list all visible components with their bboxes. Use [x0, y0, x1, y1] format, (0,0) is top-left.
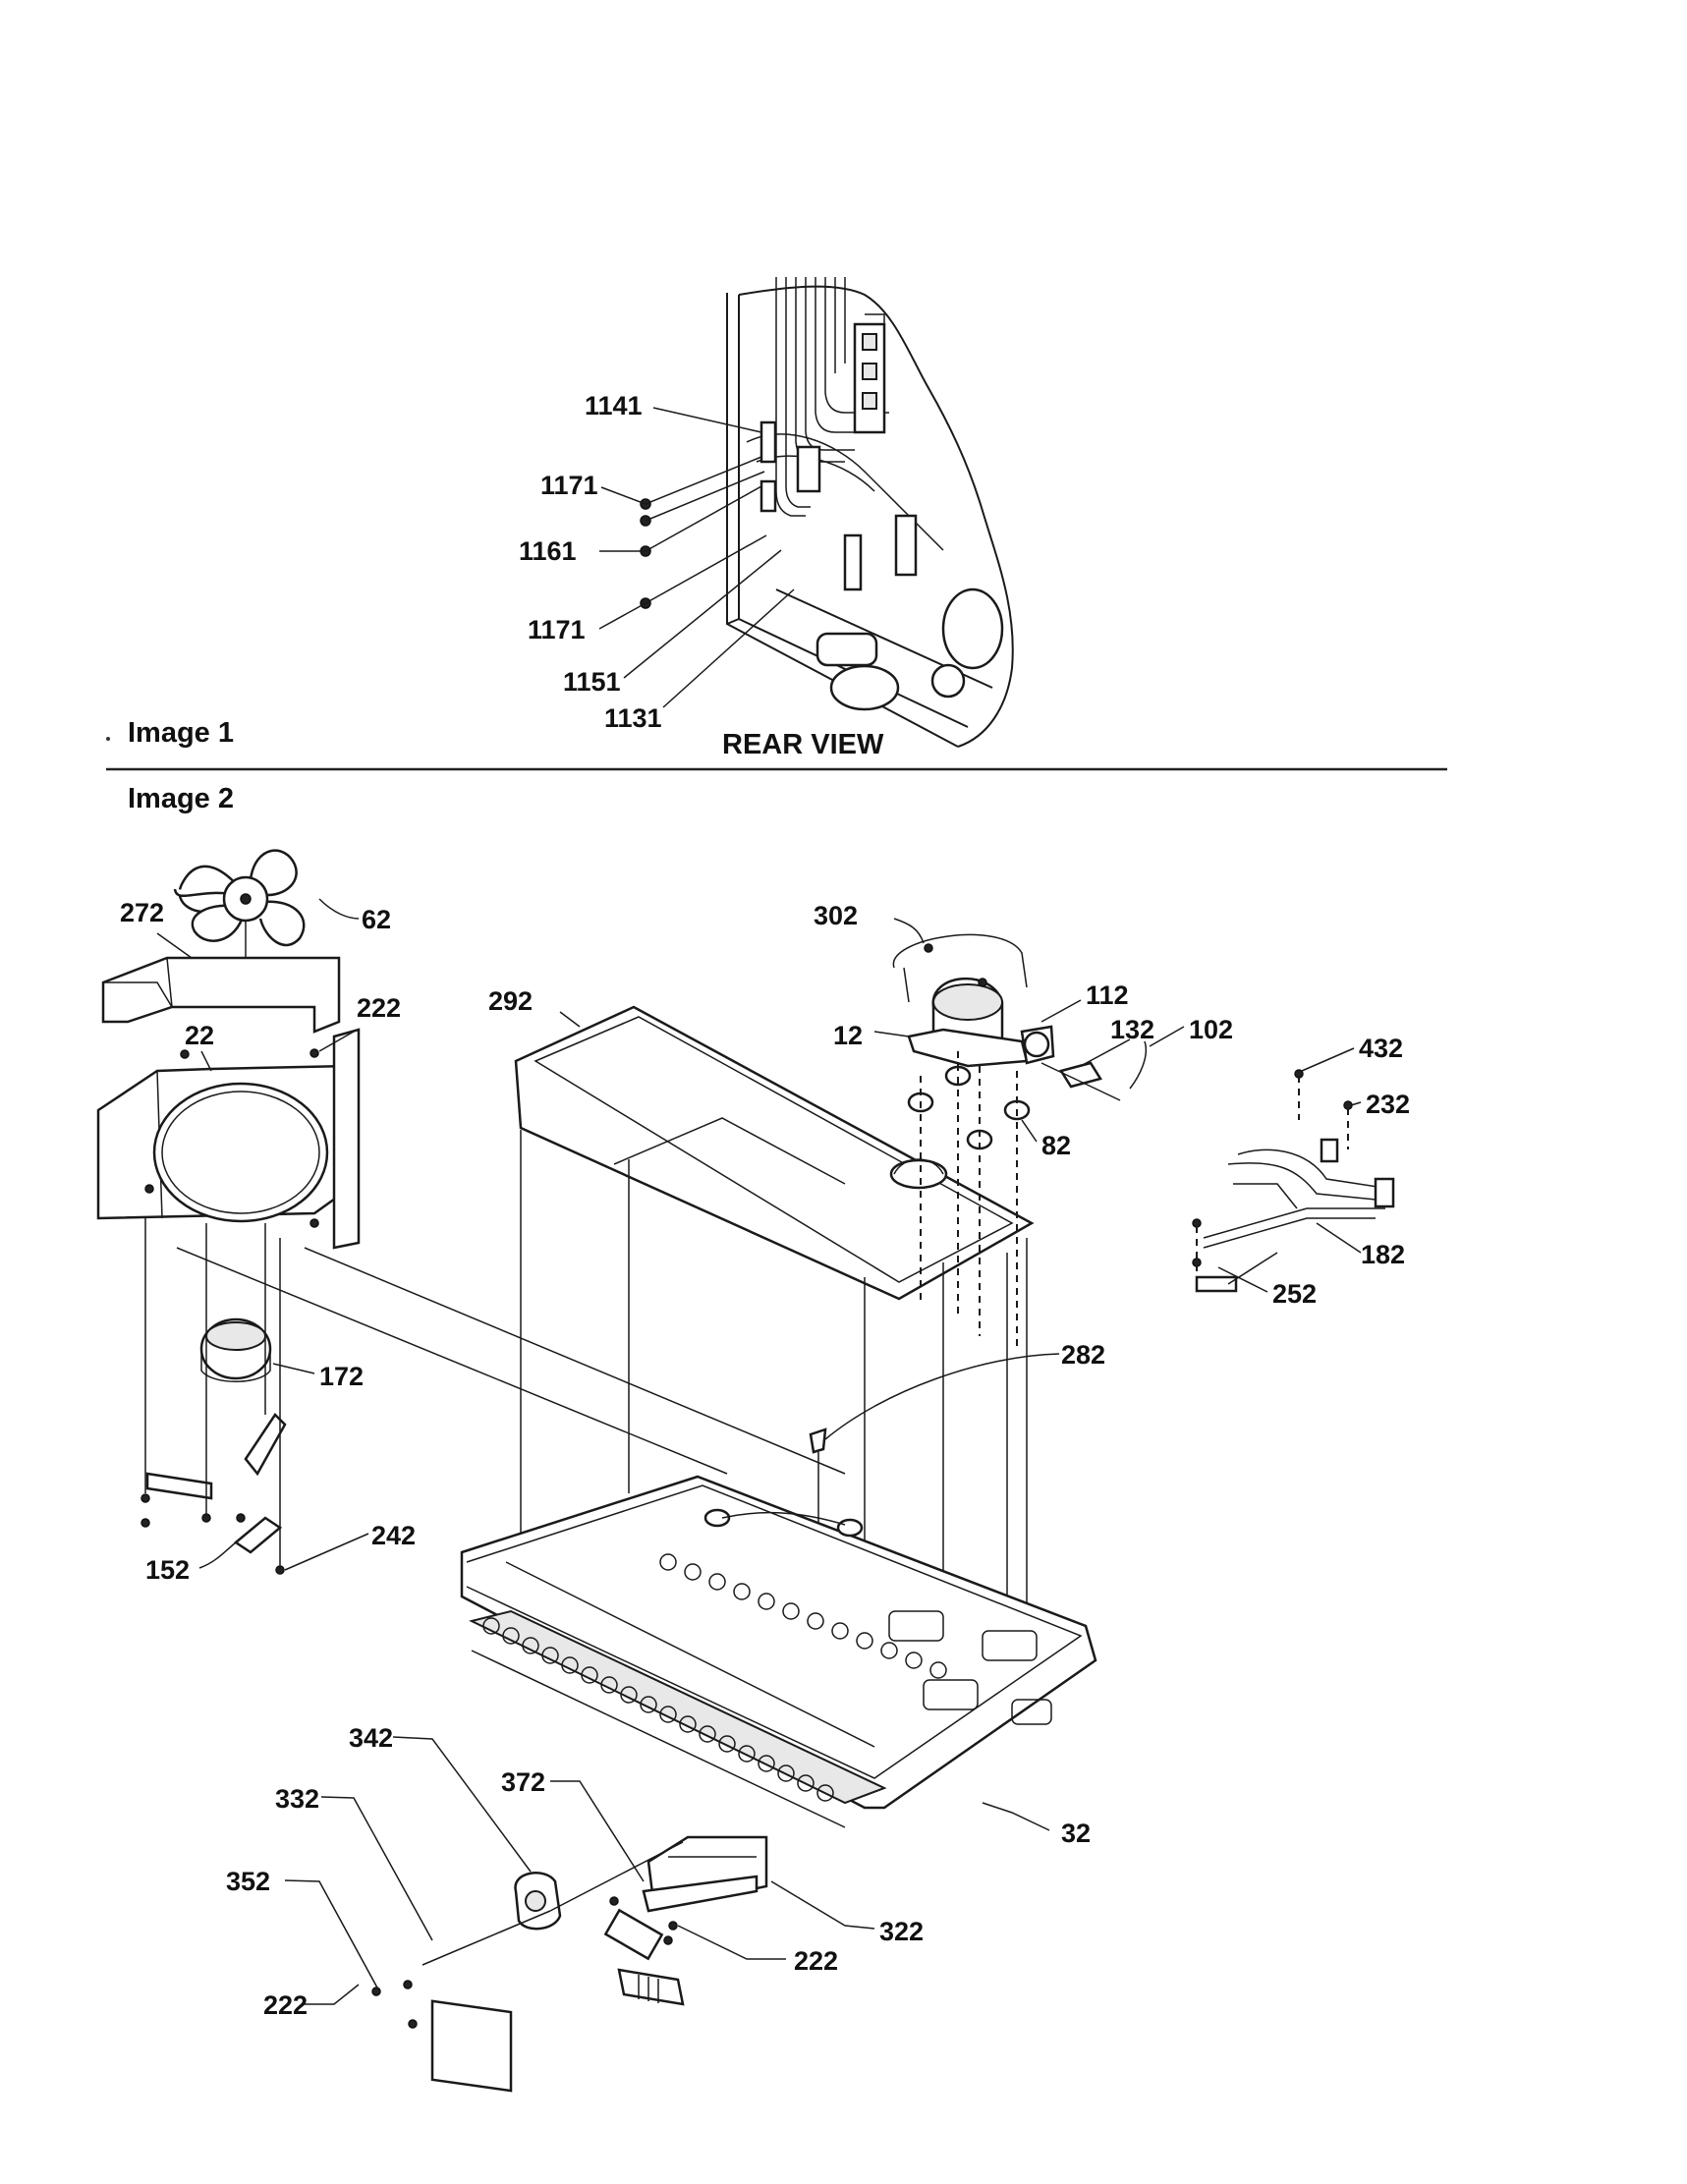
callout-22: 22: [185, 1021, 214, 1050]
callout-172: 172: [319, 1362, 364, 1391]
callout-182: 182: [1361, 1240, 1405, 1269]
callout-352: 352: [226, 1867, 270, 1896]
compressor: [893, 933, 1055, 1068]
image-1-caption: Image 1: [128, 717, 234, 749]
evaporator-coils: [482, 1553, 947, 1802]
callout-302: 302: [814, 901, 858, 930]
fan-bracket: [96, 1028, 361, 1250]
fan-shroud-cover: [101, 956, 341, 1034]
fan-blade: [173, 849, 306, 1002]
callout-1171: 1171: [540, 471, 598, 500]
rear-view-callouts: 1141 1171 1161 1171 1151 1131: [519, 391, 662, 733]
callout-12: 12: [833, 1021, 863, 1050]
callout-372: 372: [501, 1767, 545, 1797]
callout-322: 322: [879, 1917, 924, 1946]
wire-harness: [1192, 1069, 1395, 1293]
callout-232: 232: [1366, 1090, 1410, 1119]
callout-1131: 1131: [604, 703, 662, 733]
rear-view-illustration: [598, 277, 1014, 748]
callout-342: 342: [349, 1723, 393, 1753]
callout-1171: 1171: [528, 615, 586, 644]
callout-82: 82: [1041, 1131, 1071, 1160]
callout-272: 272: [120, 898, 164, 927]
callout-332: 332: [275, 1784, 319, 1814]
callout-132: 132: [1110, 1015, 1154, 1044]
callout-252: 252: [1272, 1279, 1317, 1309]
callout-1141: 1141: [585, 391, 643, 420]
callout-62: 62: [362, 905, 391, 934]
callout-282: 282: [1061, 1340, 1105, 1370]
callout-222: 222: [357, 993, 401, 1023]
callout-32: 32: [1061, 1819, 1091, 1848]
evaporator-base: [460, 1475, 1097, 1828]
callout-242: 242: [371, 1521, 416, 1550]
callout-432: 432: [1359, 1034, 1403, 1063]
exploded-view-callouts: 62 272 222 22 292 302 112 12 132 102 82 …: [120, 898, 1410, 2020]
drain-pan: [514, 1005, 1035, 1301]
callout-292: 292: [488, 986, 533, 1016]
rear-view-label: REAR VIEW: [722, 729, 884, 760]
image-2-caption: Image 2: [128, 783, 234, 814]
defrost-timer-assembly: [371, 1835, 768, 2093]
callout-222: 222: [794, 1946, 838, 1976]
callout-112: 112: [1086, 980, 1129, 1010]
callout-222: 222: [263, 1990, 308, 2020]
exploded-view-illustration: [96, 849, 1395, 2093]
fan-motor: [199, 1317, 272, 1382]
callout-1161: 1161: [519, 536, 577, 566]
callout-1151: 1151: [563, 667, 621, 697]
callout-102: 102: [1189, 1015, 1233, 1044]
callout-152: 152: [145, 1555, 190, 1585]
